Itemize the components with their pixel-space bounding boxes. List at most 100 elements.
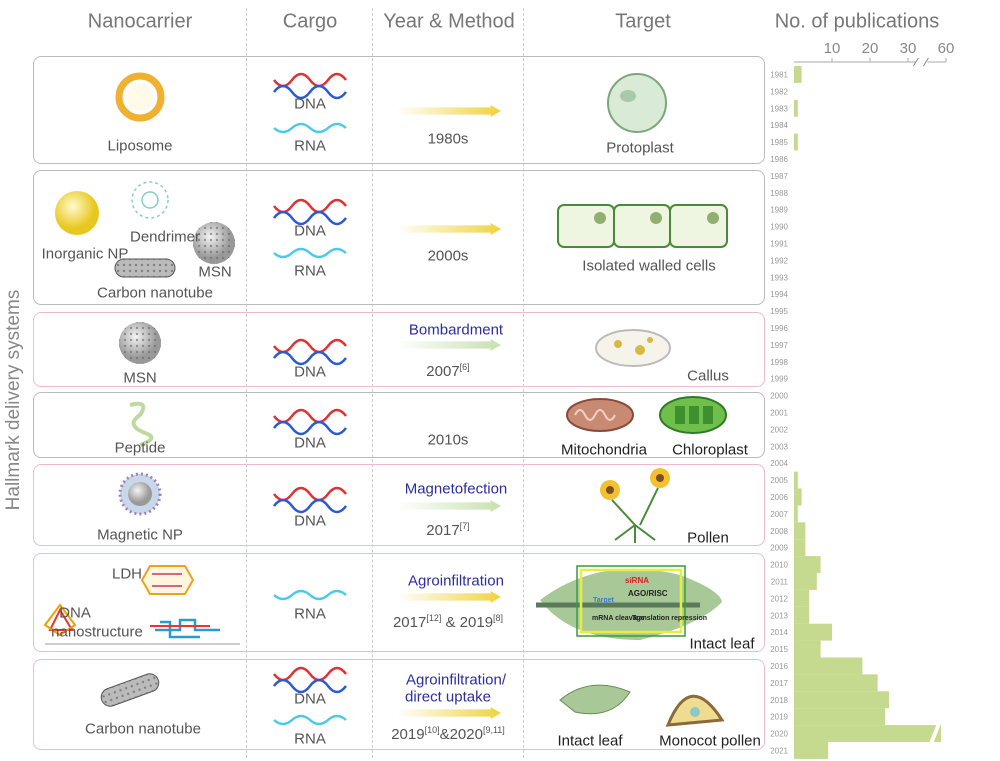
carrier-label: Carbon nanotube [85, 720, 201, 738]
y-tick-label: 1991 [770, 239, 788, 248]
leaf-repression-label: Translation repression [632, 615, 707, 622]
target-label: Intact leaf [689, 635, 755, 653]
cargo-label: RNA [294, 730, 326, 748]
cargo-label: DNA [294, 434, 326, 452]
monocot-pollen-icon [665, 694, 725, 727]
carrier-label: DNA [59, 604, 91, 622]
cargo-label: DNA [294, 363, 326, 381]
y-tick-label: 1982 [770, 87, 788, 96]
carrier-label: Magnetic NP [97, 526, 183, 544]
column-divider [372, 8, 373, 758]
year-label: 2010s [427, 431, 469, 449]
y-tick-label: 1992 [770, 256, 788, 265]
cargo-label: RNA [294, 605, 326, 623]
target-label: Pollen [687, 529, 729, 547]
target-label: Chloroplast [672, 441, 748, 459]
y-tick-label: 2017 [770, 679, 788, 688]
row-box [33, 312, 765, 387]
dendrimer-icon [131, 181, 169, 219]
target-label: Mitochondria [561, 441, 647, 459]
bar-break-icon [928, 720, 942, 747]
method-label: Agroinfiltration [408, 572, 504, 590]
y-tick-label: 2013 [770, 611, 788, 620]
chloroplast-icon [659, 396, 727, 434]
arrow-icon [396, 105, 501, 117]
arrow-icon [396, 223, 501, 235]
y-tick-label: 2016 [770, 662, 788, 671]
cargo-label: RNA [294, 137, 326, 155]
row-box [33, 392, 765, 458]
bar [794, 66, 802, 83]
carrier-label: Liposome [107, 137, 173, 155]
header-nanocarrier: Nanocarrier [87, 10, 193, 33]
bar [794, 505, 798, 523]
leaf-ago-label: AGO/RISC [628, 589, 668, 598]
leaf-target-label: Target [593, 597, 615, 604]
carrier-label: Carbon nanotube [97, 284, 213, 302]
peptide-icon [129, 401, 154, 447]
leaf-icon [559, 684, 631, 715]
bar [794, 573, 817, 590]
y-tick-label: 2015 [770, 645, 788, 654]
method-label: direct uptake [405, 688, 491, 706]
carrier-label: MSN [123, 369, 157, 387]
cargo-label: DNA [294, 690, 326, 708]
y-tick-label: 1994 [770, 290, 788, 299]
carrier-label: Inorganic NP [41, 245, 129, 263]
header-cargo: Cargo [282, 10, 338, 33]
carrier-label: MSN [198, 263, 232, 281]
x-tick-label: 30 [900, 40, 917, 57]
y-tick-label: 2008 [770, 527, 788, 536]
bar [794, 522, 806, 540]
liposome-icon [115, 72, 165, 122]
y-tick-label: 2005 [770, 476, 788, 485]
method-label: Magnetofection [404, 480, 508, 498]
arrow-icon [396, 707, 501, 719]
column-divider [246, 8, 247, 758]
arrow-icon [396, 591, 501, 603]
protoplast-icon [607, 73, 667, 133]
x-tick-label: 20 [862, 40, 879, 57]
y-tick-label: 1990 [770, 223, 788, 232]
carrier-label: Dendrimer [129, 228, 201, 246]
bar [794, 623, 832, 641]
year-label: 2017[7] [426, 521, 470, 539]
row-box [33, 56, 765, 164]
y-tick-label: 1981 [770, 70, 788, 79]
target-label: Monocot pollen [659, 732, 761, 750]
y-tick-label: 1999 [770, 375, 788, 384]
y-tick-label: 2007 [770, 510, 788, 519]
axis-break-icon [912, 57, 929, 67]
y-tick-label: 1985 [770, 138, 788, 147]
y-tick-label: 2018 [770, 696, 788, 705]
target-label: Intact leaf [557, 732, 623, 750]
y-tick-label: 1986 [770, 155, 788, 164]
y-tick-label: 1996 [770, 324, 788, 333]
bar [794, 471, 798, 489]
arrow-icon [396, 500, 501, 512]
year-label: 2017[12] & 2019[8] [392, 613, 504, 631]
method-label: Agroinfiltration/ [405, 671, 507, 689]
y-tick-label: 1984 [770, 121, 788, 130]
bar [794, 589, 810, 607]
target-label: Isolated walled cells [582, 257, 716, 275]
cargo-label: DNA [294, 222, 326, 240]
bar [794, 640, 821, 658]
y-tick-label: 2021 [770, 746, 788, 755]
x-tick-label: 10 [824, 40, 841, 57]
y-tick-label: 1998 [770, 358, 788, 367]
y-tick-label: 2009 [770, 544, 788, 553]
row-box [33, 464, 765, 546]
y-tick-label: 1989 [770, 206, 788, 215]
y-tick-label: 1997 [770, 341, 788, 350]
y-tick-label: 2002 [770, 425, 788, 434]
mitochondria-icon [566, 398, 634, 432]
carrier-label: LDH [111, 565, 143, 583]
bar [794, 725, 942, 742]
target-label: Protoplast [606, 139, 674, 157]
y-tick-label: 2001 [770, 408, 788, 417]
y-tick-label: 2014 [770, 628, 788, 637]
walled-cells-icon [557, 204, 728, 248]
intact-leaf-diagram [536, 565, 722, 640]
